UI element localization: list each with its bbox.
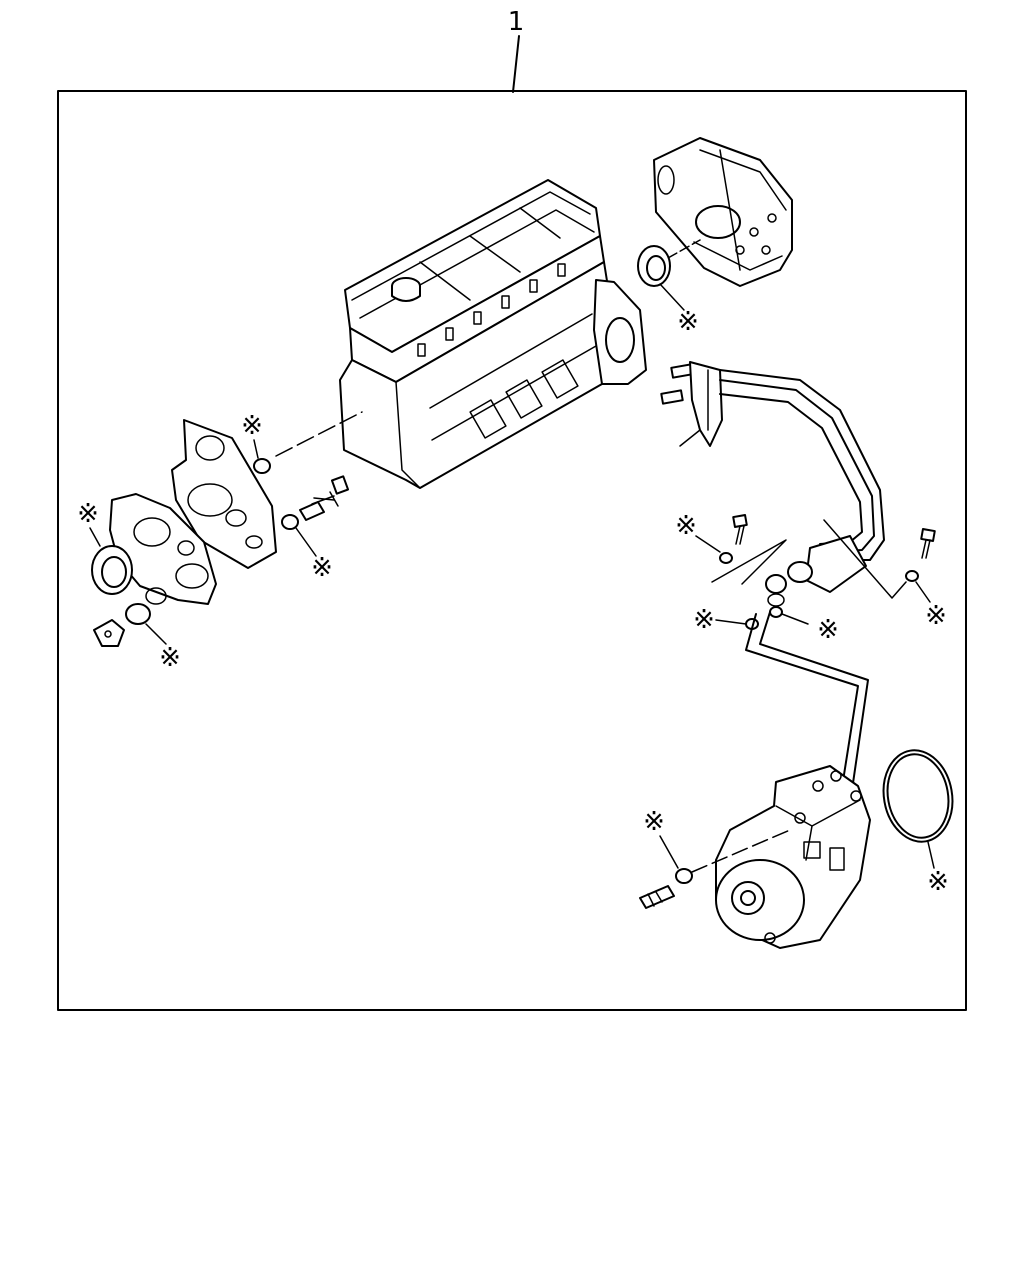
front-seal-leader bbox=[89, 527, 101, 547]
kit-marker-banjo-washer-left: ※ bbox=[675, 511, 697, 541]
callout-number[interactable]: 1 bbox=[508, 7, 525, 37]
kit-marker-fitting-washer-right: ※ bbox=[817, 615, 839, 645]
kit-marker-pump-o-ring: ※ bbox=[927, 867, 949, 897]
kit-marker-rear-seal: ※ bbox=[677, 307, 699, 337]
fitting-washer-right bbox=[769, 606, 783, 618]
front-crankshaft-seal bbox=[91, 545, 133, 595]
rear-crankshaft-seal bbox=[637, 245, 685, 311]
fitting-washer-right-leader bbox=[781, 613, 809, 625]
kit-marker-cover-o-ring: ※ bbox=[159, 643, 181, 673]
kit-marker-pump-inlet-washer: ※ bbox=[643, 807, 665, 837]
pump-inlet-washer-leader bbox=[659, 835, 679, 869]
front-cover-leader bbox=[275, 411, 363, 457]
oil-pressure-sender bbox=[299, 475, 350, 521]
access-cover-gasket bbox=[145, 587, 167, 605]
pump-mounting-o-ring bbox=[882, 749, 954, 869]
flywheel-housing bbox=[653, 137, 793, 287]
front-cover-gasket bbox=[171, 419, 277, 569]
kit-frame bbox=[57, 90, 967, 1011]
cover-o-ring bbox=[125, 603, 167, 645]
pump-inlet-centerline bbox=[691, 829, 791, 873]
banjo-bolt-right bbox=[920, 528, 936, 559]
kit-marker-front-o-ring: ※ bbox=[241, 411, 263, 441]
banjo-washer-left-leader bbox=[695, 535, 721, 553]
pump-inlet-washer bbox=[675, 868, 693, 884]
kit-marker-front-seal: ※ bbox=[77, 499, 99, 529]
rear-seal-leader bbox=[667, 239, 701, 259]
kit-marker-banjo-washer-right: ※ bbox=[925, 601, 947, 631]
injection-pump bbox=[715, 765, 871, 949]
kit-marker-fitting-washer-left: ※ bbox=[693, 605, 715, 635]
front-o-ring bbox=[253, 439, 271, 474]
callout-leader bbox=[512, 35, 520, 93]
banjo-washer-right-leader bbox=[915, 581, 931, 603]
fitting-washer-left-leader bbox=[715, 619, 747, 625]
banjo-washer-right bbox=[905, 570, 919, 582]
access-cover-plate bbox=[93, 619, 125, 647]
pump-inlet-fitting bbox=[639, 885, 675, 909]
engine-block bbox=[339, 179, 647, 489]
fuel-injection-lines bbox=[660, 361, 907, 801]
sender-sealing-washer bbox=[281, 514, 317, 557]
kit-marker-sender-washer: ※ bbox=[311, 553, 333, 583]
banjo-washer-left bbox=[719, 552, 733, 564]
banjo-bolt-left bbox=[732, 514, 748, 545]
